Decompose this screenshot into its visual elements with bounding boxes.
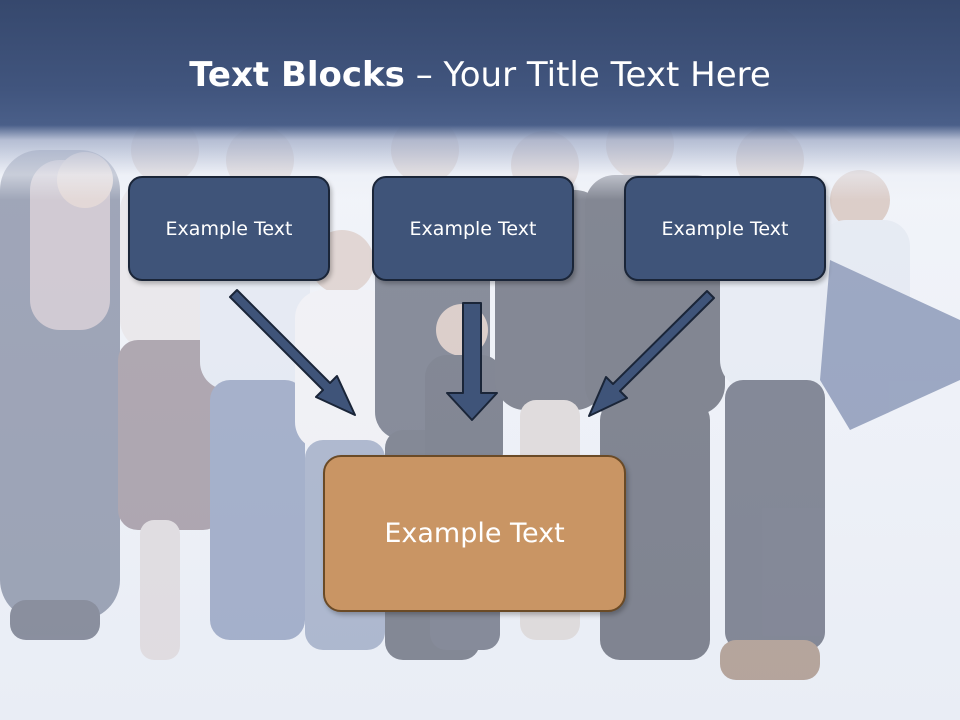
arrow-center-down <box>447 303 497 420</box>
arrow-right-diagonal <box>589 291 714 416</box>
text-block-1[interactable]: Example Text <box>128 176 330 281</box>
text-block-2[interactable]: Example Text <box>372 176 574 281</box>
main-text-block-label: Example Text <box>384 518 564 549</box>
text-block-3[interactable]: Example Text <box>624 176 826 281</box>
text-block-2-label: Example Text <box>410 218 537 240</box>
arrow-left-diagonal <box>230 290 355 415</box>
text-block-1-label: Example Text <box>166 218 293 240</box>
main-text-block[interactable]: Example Text <box>323 455 626 612</box>
text-block-3-label: Example Text <box>662 218 789 240</box>
